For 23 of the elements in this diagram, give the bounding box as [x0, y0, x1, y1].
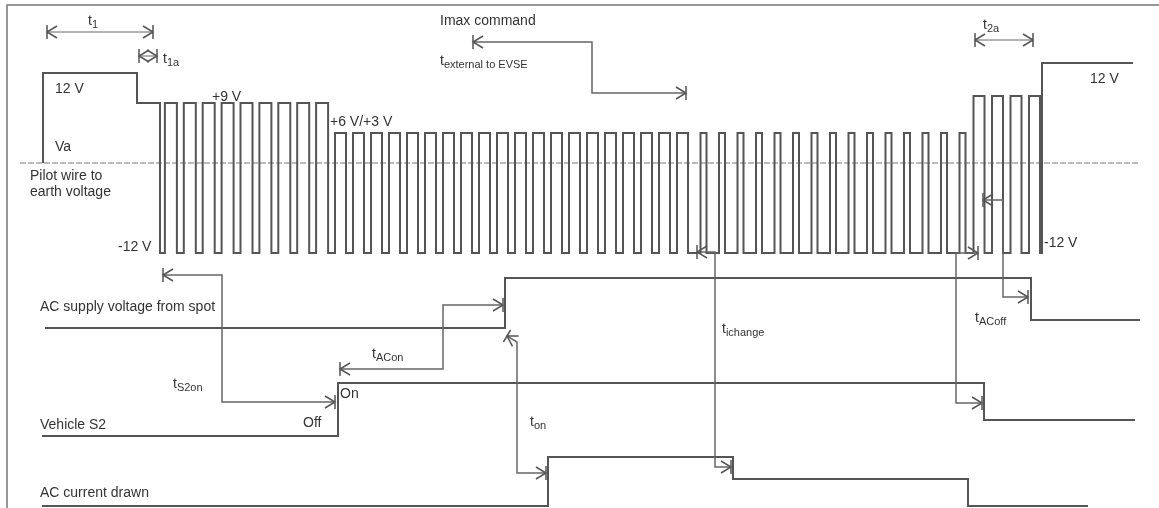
timing-label: t$_{on}$: [530, 413, 547, 433]
signal-label: AC current drawn: [40, 484, 149, 500]
signal-label: Pilot wire to earth voltage: [30, 167, 112, 199]
signal-label: AC supply voltage from spot: [40, 298, 216, 314]
timing-label: t$_{ACoff}$: [975, 309, 1007, 329]
timing-label: t$_{external to EVSE}$: [440, 52, 528, 72]
timing-label: t$_{1}$: [88, 12, 98, 32]
state-label: On: [340, 385, 359, 401]
voltage-label: +9 V: [212, 88, 242, 104]
voltage-label: -12 V: [1044, 234, 1078, 250]
signal-label: Vehicle S2: [40, 416, 107, 432]
voltage-label: -12 V: [118, 238, 152, 254]
voltage-label: 12 V: [55, 80, 84, 96]
timing-label: t$_{ACon}$: [372, 345, 404, 365]
voltage-label: Va: [55, 138, 72, 154]
command-label: Imax command: [440, 12, 536, 28]
timing-label: t$_{ichange}$: [722, 320, 765, 340]
state-label: Off: [303, 414, 322, 430]
voltage-label: +6 V/+3 V: [330, 113, 393, 129]
voltage-label: 12 V: [1090, 70, 1119, 86]
timing-label: t$_{S2on}$: [173, 375, 203, 395]
timing-label: t$_{1a}$: [163, 50, 180, 70]
timing-label: t$_{2a}$: [983, 16, 1000, 36]
